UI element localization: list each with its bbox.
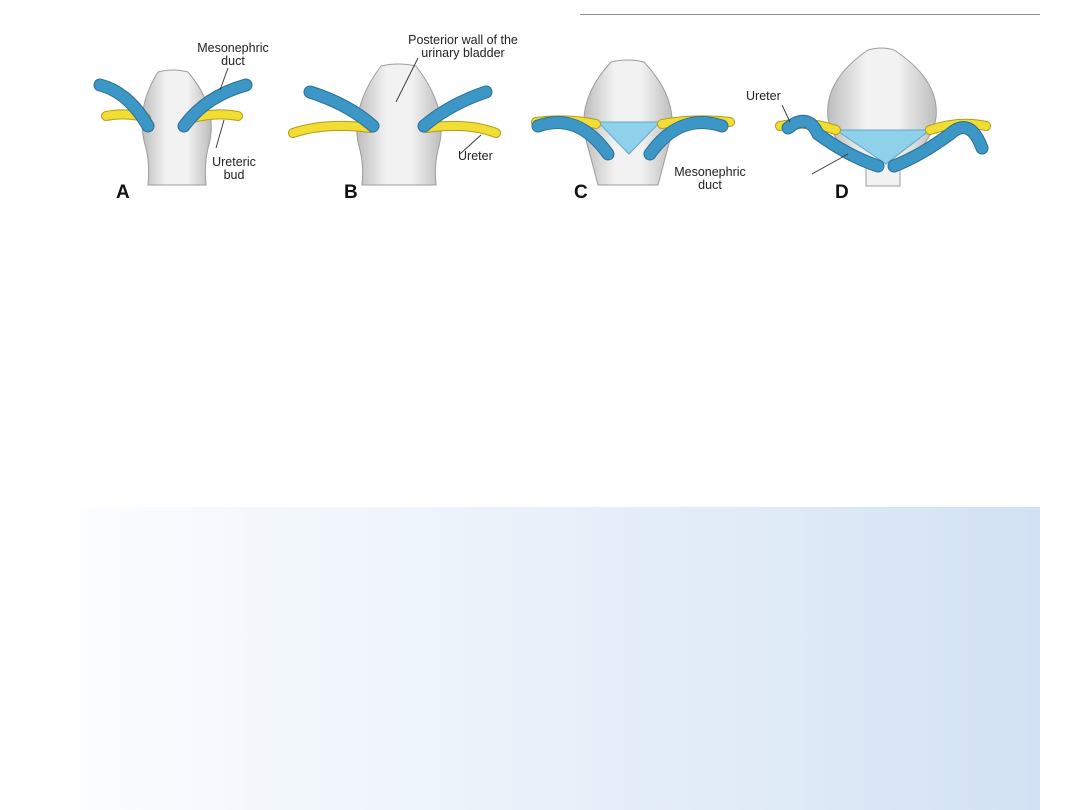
panel-c: C [531,59,735,203]
leader-ureteric-bud [215,119,225,149]
panel-d: D [775,47,991,203]
panel-letter-a: A [116,182,130,203]
label-ureter-b: Ureter [458,149,493,163]
bladder-a [141,69,212,186]
figure-svg: A B [93,33,991,203]
leader-ureter-b [459,134,482,155]
leader-posterior-wall [395,57,419,103]
panel-letter-d: D [835,182,849,203]
leader-ureter-d [781,104,791,123]
panel-letter-c: C [574,182,588,203]
header-divider [580,14,1040,15]
panel-letter-b: B [344,182,358,203]
leader-mesonephric-duct-d [811,153,849,175]
panel-a: A [93,69,253,203]
trigone-c [596,121,662,155]
right-margin [1040,0,1080,810]
panel-b: B [288,63,501,203]
trigone-d [834,129,932,165]
gradient-footer-panel [80,507,1040,810]
bladder-development-figure: A B [88,30,1000,208]
leader-mesonephric-duct-a [219,67,229,91]
label-ureter-d: Ureter [746,89,781,103]
bladder-b [356,63,442,186]
